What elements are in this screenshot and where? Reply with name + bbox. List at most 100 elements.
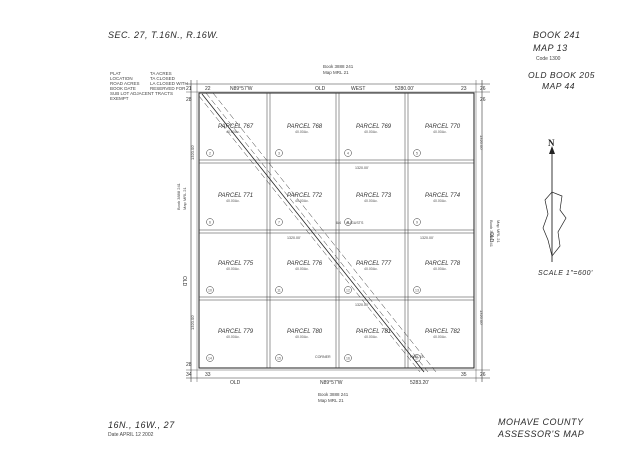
parcel-number: 11 [277, 288, 281, 292]
parcel-acres: 40.00Ac. [364, 335, 378, 339]
scale-label: SCALE 1"=600' [538, 270, 593, 277]
parcel-number: 7 [278, 220, 280, 224]
parcel-number: 16 [346, 356, 350, 360]
parcel-number: 15 [277, 356, 281, 360]
parcel-number: 13 [415, 288, 419, 292]
assessor-label: ASSESSOR'S MAP [498, 429, 585, 439]
corner-bl-a: 33 [205, 372, 211, 378]
top-west-label: WEST [351, 86, 365, 92]
left-dim-2: 1320.00' [190, 315, 195, 330]
parcel-number: 10 [208, 288, 212, 292]
county-label: MOHAVE COUNTY [498, 417, 584, 427]
parcel-acres: 40.00Ac. [433, 199, 447, 203]
book-number: BOOK 241 [533, 30, 581, 40]
parcel-label: PARCEL 774 [425, 193, 461, 199]
parcel-number: 17 [415, 356, 419, 360]
row-dim-1: 1320.00' [355, 166, 369, 170]
right-dim-2: 1320.00' [479, 310, 484, 325]
map-number: MAP 13 [533, 43, 568, 53]
corner-bl-b: 34 [186, 372, 192, 378]
parcel-label: PARCEL 772 [287, 193, 323, 199]
parcel-number: 6 [209, 220, 211, 224]
parcel-acres: 40.00Ac. [226, 335, 240, 339]
parcel-label: PARCEL 776 [287, 261, 323, 267]
north-label: N [548, 138, 555, 148]
road-book-top: Book 3888 241 [323, 64, 354, 69]
highway-diagonal [198, 92, 437, 373]
left-book-ref: Book 3888 241 [176, 182, 181, 210]
center-sub: 6/4 [336, 221, 341, 225]
parcel-number-circle [206, 286, 214, 294]
parcel-acres: 40.00Ac. [364, 130, 378, 134]
highway-centerline [201, 93, 425, 373]
right-book-ref: Book 3888 241 [489, 220, 494, 248]
row-dim-4: 1320.00' [355, 303, 369, 307]
section-title: SEC. 27, T.16N., R.16W. [108, 30, 219, 40]
parcel-label: PARCEL 775 [218, 261, 254, 267]
top-bearing: N89°57'W [230, 86, 253, 92]
map-date: Date APRIL 12 2002 [108, 432, 154, 438]
corner-br-a: 35 [461, 372, 467, 378]
corner-note: CORNER [315, 355, 331, 359]
legend-line: ROAD ACRES [110, 81, 140, 86]
legend-line: BOOK DATE [110, 86, 136, 91]
center-label: AUGUSTS [346, 221, 364, 225]
corner-br-b: 26 [480, 372, 486, 378]
corner-row2-r: 26 [480, 97, 486, 103]
right-map-ref: Map MRL 21 [496, 220, 501, 244]
parcel-acres: 40.00Ac. [433, 130, 447, 134]
parcel-number: 4 [347, 151, 349, 155]
left-map-ref: Map MRL 21 [182, 186, 187, 210]
corner-tl-b: 21 [186, 86, 192, 92]
parcel-number-circle [206, 354, 214, 362]
right-dim-1: 1320.00' [479, 135, 484, 150]
parcel-number-circle [344, 286, 352, 294]
parcel-acres: 40.00Ac. [226, 199, 240, 203]
parcel-number-circle [275, 354, 283, 362]
grid-lines [199, 93, 474, 368]
parcel-number-circle [413, 354, 421, 362]
parcel-acres: 40.00Ac. [295, 335, 309, 339]
parcel-number-circle [344, 218, 352, 226]
top-dim-label: 5280.00' [395, 86, 414, 92]
legend-line: TA ACRES [150, 71, 172, 76]
corner-tl-c: 28 [186, 97, 192, 103]
parcel-number-circle [275, 286, 283, 294]
parcel-label: PARCEL 781 [356, 329, 391, 335]
parcel-number: 2 [209, 151, 211, 155]
parcel-label: PARCEL 767 [218, 124, 254, 130]
road-map-bottom: Map MRL 21 [318, 398, 344, 403]
legend-line: SUB LOT ADJACENT TRACTS [110, 91, 174, 96]
parcel-acres: 40.00Ac. [226, 130, 240, 134]
township-code: 16N., 16W., 27 [108, 420, 175, 430]
parcel-number-circle [206, 218, 214, 226]
parcel-label: PARCEL 771 [218, 193, 253, 199]
parcel-label: PARCEL 779 [218, 329, 254, 335]
parcel-number-circle [344, 149, 352, 157]
legend-line: EXEMPT [110, 96, 129, 101]
right-old-label: OLD [488, 232, 494, 243]
legend-line: RESERVED FOR [150, 86, 186, 91]
parcel-number-circle [275, 218, 283, 226]
parcel-number: 3 [278, 151, 280, 155]
parcel-acres: 40.00Ac. [433, 335, 447, 339]
parcel-label: PARCEL 780 [287, 329, 323, 335]
legend-line: PLAT [110, 71, 121, 76]
parcel-number-circle [275, 149, 283, 157]
parcel-label: PARCEL 778 [425, 261, 461, 267]
parcel-label: PARCEL 770 [425, 124, 461, 130]
old-book-number: OLD BOOK 205 [528, 70, 595, 80]
legend-block: PLAT LOCATION ROAD ACRES BOOK DATE SUB L… [110, 71, 173, 101]
parcel-label: PARCEL 768 [287, 124, 323, 130]
north-arrow [542, 146, 567, 262]
parcel-number-circle [413, 286, 421, 294]
